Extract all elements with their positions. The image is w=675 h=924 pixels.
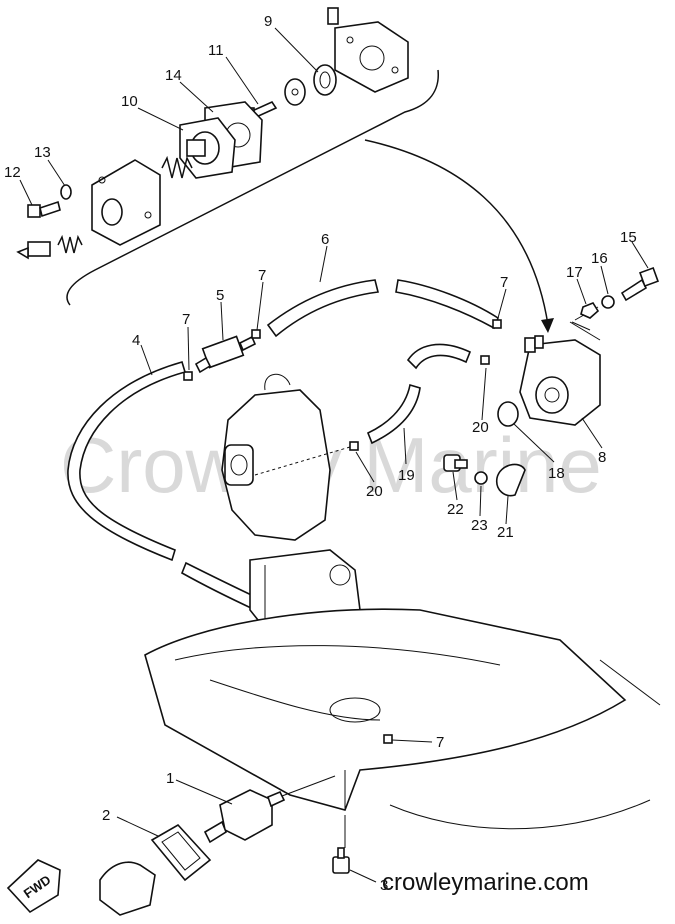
spring-lower	[57, 234, 83, 254]
exploded-view-bracket	[66, 69, 439, 306]
site-url: crowleymarine.com	[382, 869, 589, 896]
bottom-cowling	[144, 608, 661, 830]
callout-6: 6	[321, 231, 329, 248]
callout-9: 9	[264, 13, 272, 30]
part-20-clip-a	[480, 355, 490, 365]
callout-19: 19	[398, 467, 415, 484]
callout-labels: 9 11 14 10 13 12 4 5 6 7 7 7 15 16 17 8 …	[4, 13, 637, 894]
part-16-washer	[601, 295, 615, 309]
callout-2: 2	[102, 807, 110, 824]
callout-13: 13	[34, 144, 51, 161]
part-23-washer	[474, 471, 488, 485]
callout-22: 22	[447, 501, 464, 518]
part-2-gasket	[150, 823, 212, 882]
mount-hint-line	[571, 321, 591, 331]
callout-17: 17	[566, 264, 583, 281]
part-7-clamp-d	[383, 734, 393, 744]
spring-upper	[161, 155, 193, 179]
part-7-clamp-c	[492, 319, 502, 329]
part-13-washer	[60, 184, 72, 200]
callout-5: 5	[216, 287, 224, 304]
carburetor	[221, 373, 351, 541]
callout-20-b: 20	[366, 483, 383, 500]
part-15-bolt	[620, 267, 659, 302]
callout-11: 11	[208, 42, 224, 59]
pump-base-housing	[91, 159, 161, 246]
callout-12: 12	[4, 164, 21, 181]
callout-23: 23	[471, 517, 488, 534]
part-6-hose-upper	[266, 279, 499, 338]
hose-bend-upper	[406, 343, 472, 370]
callout-3: 3	[380, 877, 388, 894]
callout-7-c: 7	[500, 274, 508, 291]
pump-top-cover	[327, 7, 409, 93]
assembly-arrow	[364, 139, 549, 326]
part-12-bolt	[27, 200, 61, 218]
part-10-pump-body	[179, 117, 236, 179]
part-19-hose	[366, 383, 421, 445]
part-1-fuel-joint	[203, 775, 336, 844]
part-18-o-ring	[497, 401, 519, 427]
callout-8: 8	[598, 449, 606, 466]
valve-disk	[284, 78, 306, 106]
part-3-drain-screw	[332, 815, 350, 874]
part-4-hose-long	[67, 361, 187, 562]
callout-1: 1	[166, 770, 174, 787]
lower-bracket	[99, 861, 156, 916]
leader-lines	[19, 27, 649, 883]
part-8-fuel-pump	[519, 306, 601, 426]
part-7-clamp-a	[183, 371, 193, 381]
part-9-diaphragm	[313, 64, 337, 96]
assembly-arrow-head	[541, 318, 554, 333]
part-22-bolt	[443, 454, 468, 472]
part-21-clamp	[495, 463, 526, 497]
part-7-clamp-b	[251, 329, 261, 339]
callout-10: 10	[121, 93, 138, 110]
part-20-clip-b	[349, 441, 359, 451]
callout-21: 21	[497, 524, 514, 541]
part-5-valve	[194, 335, 257, 374]
callout-4: 4	[132, 332, 140, 349]
part-17-nut	[580, 302, 600, 319]
callout-7-a: 7	[182, 311, 190, 328]
callout-15: 15	[620, 229, 637, 246]
callout-18: 18	[548, 465, 565, 482]
callout-16: 16	[591, 250, 608, 267]
callout-7-b: 7	[258, 267, 266, 284]
callout-20-a: 20	[472, 419, 489, 436]
fwd-arrow-badge: FWD	[6, 859, 61, 914]
check-valve	[16, 241, 51, 260]
callout-7-d: 7	[436, 734, 444, 751]
callout-14: 14	[165, 67, 182, 84]
